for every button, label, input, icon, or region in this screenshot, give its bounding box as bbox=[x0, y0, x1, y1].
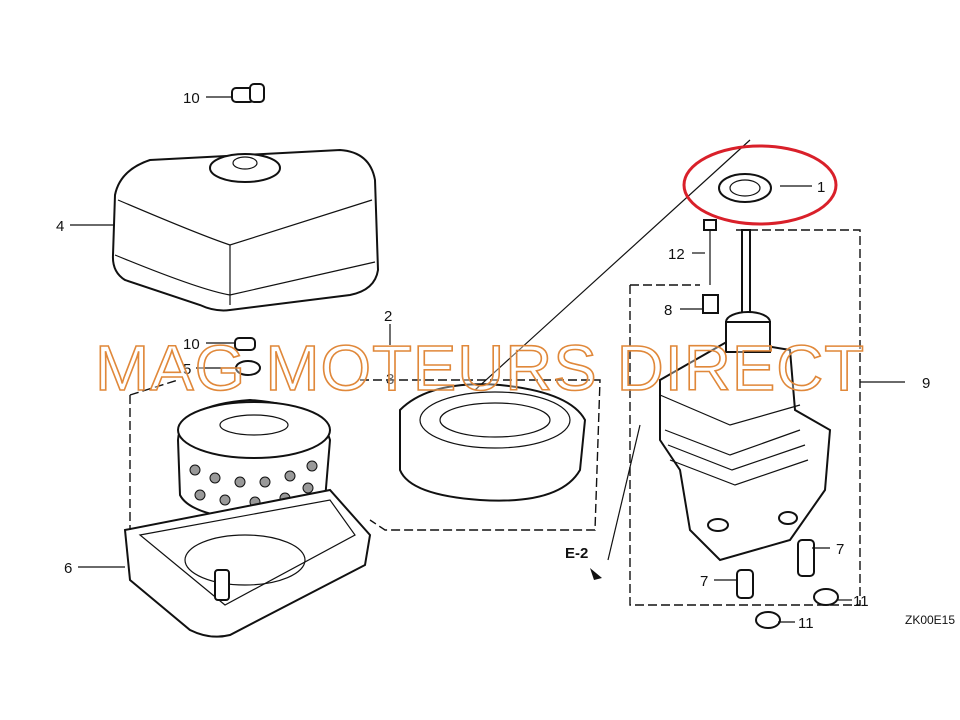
air-cleaner-base bbox=[123, 488, 372, 638]
callout-2: 2 bbox=[384, 308, 392, 325]
flange-nut-right bbox=[813, 588, 839, 606]
air-cleaner-cover bbox=[111, 148, 380, 312]
pin-right bbox=[797, 539, 815, 577]
callout-9: 9 bbox=[922, 375, 930, 392]
callout-3: 3 bbox=[386, 371, 394, 388]
flange-nut-left bbox=[755, 611, 781, 629]
highlight-circle bbox=[682, 144, 838, 226]
arrow-icon bbox=[590, 568, 602, 580]
callout-6: 6 bbox=[64, 560, 72, 577]
callout-10-top: 10 bbox=[183, 90, 200, 107]
callout-1: 1 bbox=[817, 179, 825, 196]
callout-11-left: 11 bbox=[798, 615, 814, 632]
reference-label: E-2 bbox=[565, 545, 588, 562]
callout-10-mid: 10 bbox=[183, 336, 200, 353]
wing-nut-top bbox=[231, 83, 265, 103]
diagram-code: ZK00E15 bbox=[905, 613, 955, 627]
air-cleaner-elbow bbox=[659, 311, 832, 562]
callout-7-right: 7 bbox=[836, 541, 844, 558]
pin-left bbox=[736, 569, 754, 599]
callout-11-right: 11 bbox=[853, 593, 869, 610]
callout-5: 5 bbox=[183, 361, 191, 378]
watermark: MAG MOTEURS DIRECT bbox=[95, 332, 865, 404]
seal-ring bbox=[718, 173, 772, 203]
leader-lines bbox=[70, 96, 852, 623]
callout-8: 8 bbox=[664, 302, 672, 319]
stud bbox=[741, 229, 751, 316]
foam-element bbox=[399, 383, 587, 502]
callout-12: 12 bbox=[668, 246, 685, 263]
bolt bbox=[703, 219, 717, 285]
callout-7-left: 7 bbox=[700, 573, 708, 590]
collar bbox=[702, 294, 719, 314]
callout-4: 4 bbox=[56, 218, 64, 235]
